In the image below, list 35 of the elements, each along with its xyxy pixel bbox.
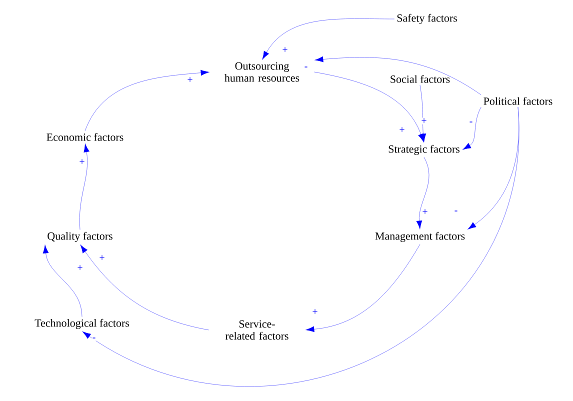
arrow	[420, 84, 426, 142]
polarity-sign: +	[78, 158, 86, 166]
arrow	[79, 144, 90, 230]
arrow	[82, 106, 518, 386]
arrow	[462, 106, 482, 150]
polarity-sign: +	[312, 308, 318, 316]
polarity-sign: +	[422, 208, 428, 216]
polarity-sign: +	[76, 264, 84, 272]
factor-label: Service-related factors	[225, 320, 288, 340]
arrow	[84, 70, 209, 132]
polarity-sign: -	[304, 66, 308, 70]
arrow	[80, 244, 210, 330]
factor-label: Management factors	[375, 232, 465, 242]
polarity-sign: +	[98, 254, 106, 262]
polarity-sign: +	[420, 118, 428, 124]
factor-label: Technological factors	[34, 318, 130, 330]
polarity-sign: +	[398, 126, 406, 134]
polarity-sign: -	[468, 121, 474, 125]
arrow	[262, 18, 395, 60]
arrow	[306, 244, 420, 332]
arrow	[416, 157, 430, 229]
polarity-sign: +	[186, 76, 194, 84]
factor-label: Political factors	[484, 97, 552, 105]
factor-label: Strategic factors	[388, 144, 460, 156]
polarity-sign: +	[282, 46, 288, 54]
factor-label: Safety factors	[397, 14, 457, 24]
polarity-sign: -	[92, 337, 96, 341]
arrow	[42, 245, 82, 317]
factor-label: Quality factors	[48, 232, 112, 242]
factor-label: Economic factors	[46, 133, 124, 141]
polarity-sign: -	[454, 210, 458, 214]
factor-label: Social factors	[390, 75, 450, 83]
arrow	[315, 56, 482, 96]
factor-label: Outsourcing human resources	[224, 62, 300, 82]
arrow	[314, 72, 424, 142]
